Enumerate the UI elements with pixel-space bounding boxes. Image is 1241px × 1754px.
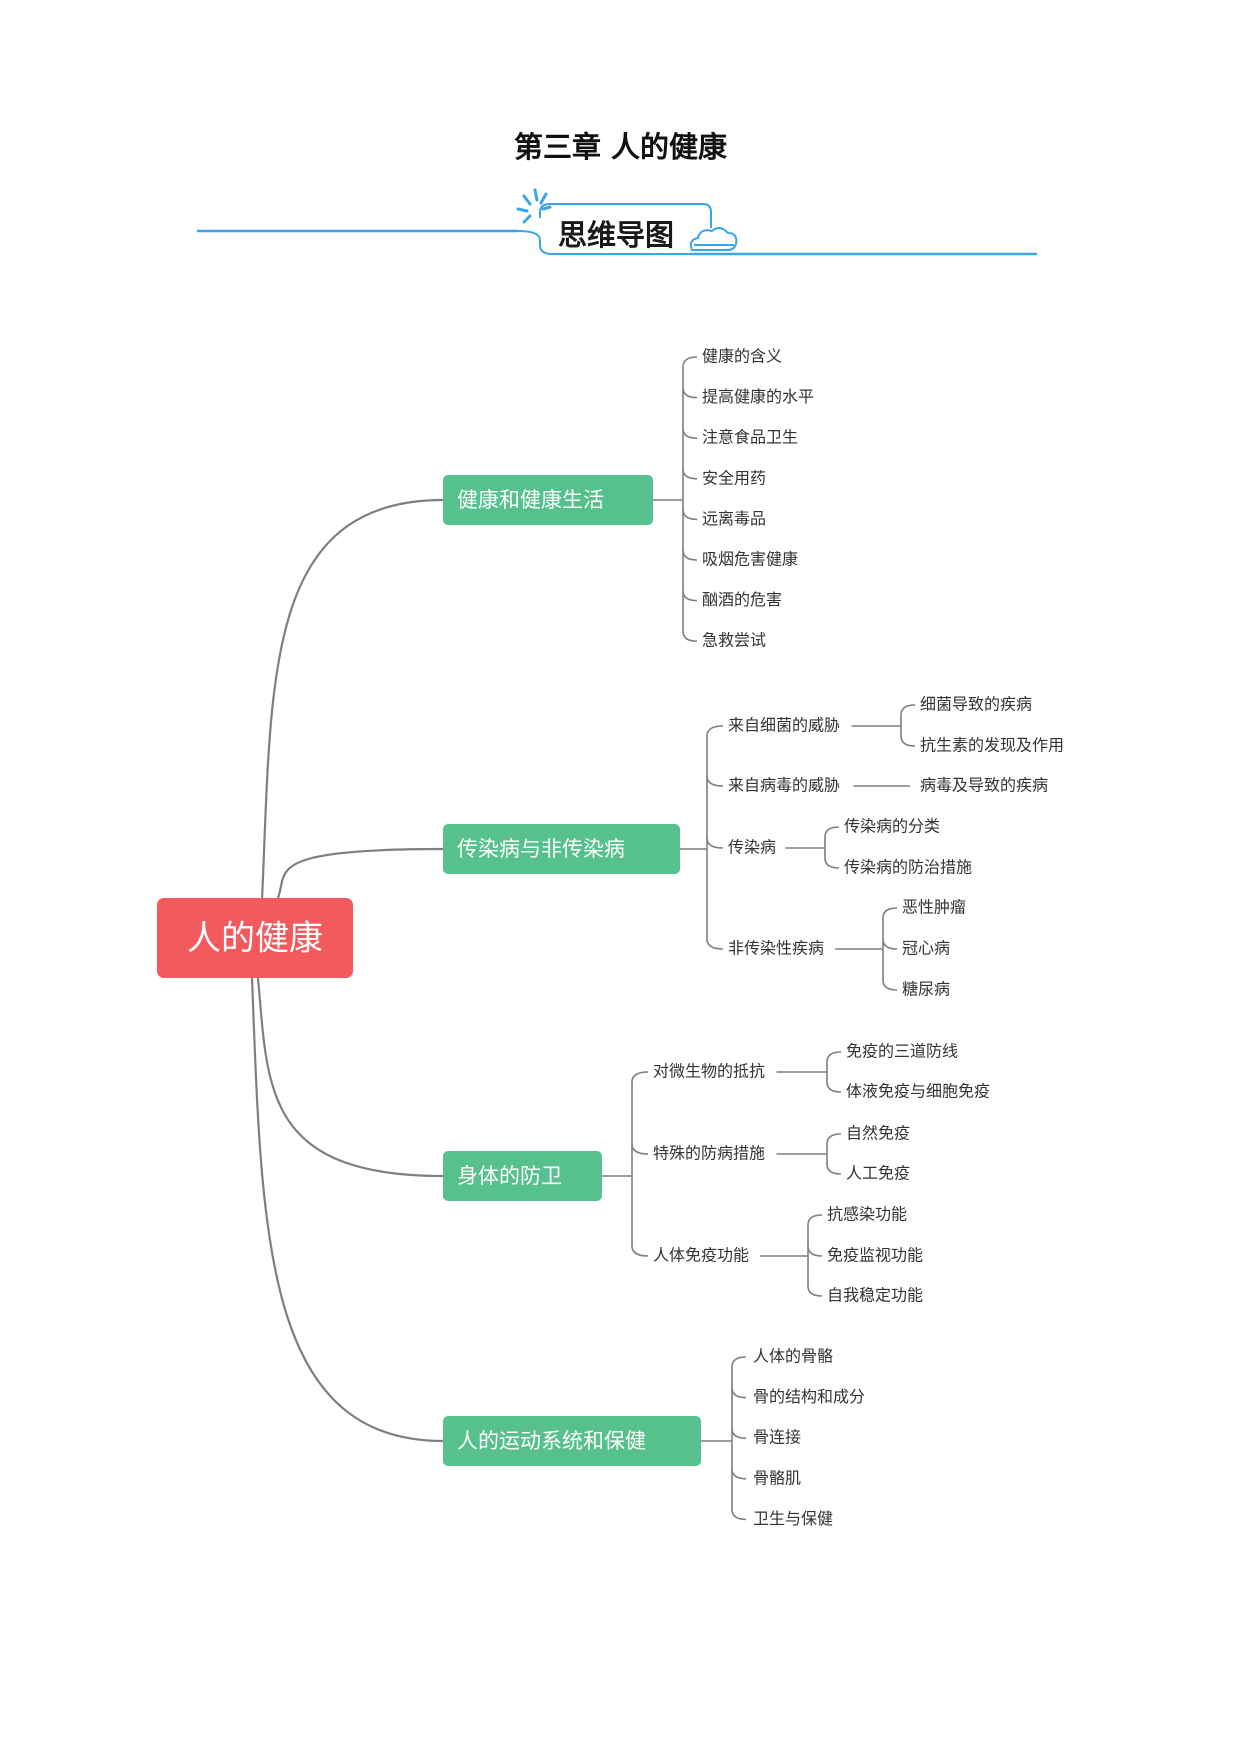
connector <box>682 468 698 480</box>
connector <box>682 509 698 521</box>
branch-node <box>443 475 653 525</box>
connector <box>682 549 698 561</box>
branch-label: 健康和健康生活 <box>457 488 604 512</box>
leaf-label: 免疫监视功能 <box>827 1246 923 1265</box>
leaf-label: 细菌导致的疾病 <box>920 695 1032 714</box>
connector <box>807 1214 823 1297</box>
leaf-label: 体液免疫与细胞免疫 <box>846 1082 990 1101</box>
cloud-icon <box>689 227 738 251</box>
connector <box>731 1356 747 1521</box>
leaf-label: 提高健康的水平 <box>702 387 814 406</box>
leaf-label: 自然免疫 <box>846 1124 910 1143</box>
connector <box>706 775 724 787</box>
subtopic-label: 来自病毒的威胁 <box>728 776 840 795</box>
leaf-label: 骨的结构和成分 <box>753 1387 865 1406</box>
connector <box>900 704 916 747</box>
root-node <box>157 898 353 978</box>
connector <box>682 387 698 399</box>
connector <box>824 826 840 869</box>
sparkle-icon <box>516 188 552 224</box>
branch-label: 人的运动系统和保健 <box>457 1429 646 1453</box>
subtopic-label: 人体免疫功能 <box>653 1246 749 1265</box>
leaf-label: 传染病的分类 <box>844 817 940 836</box>
connector <box>882 938 898 950</box>
connector <box>682 356 698 642</box>
connector <box>731 1428 747 1439</box>
leaf-label: 安全用药 <box>702 468 766 487</box>
leaf-label: 酗酒的危害 <box>702 590 782 609</box>
connector <box>276 847 444 899</box>
leaf-label: 人体的骨骼 <box>753 1347 833 1366</box>
connector <box>256 977 444 1178</box>
leaf-label: 人工免疫 <box>846 1164 910 1183</box>
leaf-label: 抗生素的发现及作用 <box>920 736 1064 755</box>
leaf-label: 传染病的防治措施 <box>844 858 972 877</box>
connector <box>826 1051 842 1093</box>
connector <box>706 725 724 950</box>
connector <box>260 498 444 901</box>
banner-label: 思维导图 <box>558 218 674 252</box>
connector <box>250 977 444 1443</box>
leaf-label: 卫生与保健 <box>753 1509 833 1528</box>
connector <box>826 1133 842 1175</box>
page-title: 第三章 人的健康 <box>513 130 728 164</box>
connector <box>631 1071 649 1257</box>
leaf-label: 冠心病 <box>902 939 950 958</box>
branch-node <box>443 824 680 874</box>
subtopic-label: 对微生物的抵抗 <box>653 1062 765 1081</box>
connector <box>807 1245 823 1257</box>
connector <box>731 1387 747 1399</box>
branch-node <box>443 1151 602 1201</box>
leaf-label: 远离毒品 <box>702 509 766 528</box>
leaf-label: 自我稳定功能 <box>827 1286 923 1305</box>
leaf-label: 抗感染功能 <box>827 1205 907 1224</box>
banner: 思维导图 <box>197 188 1037 256</box>
subtopic-label: 非传染性疾病 <box>728 939 824 958</box>
leaf-label: 恶性肿瘤 <box>902 898 966 917</box>
connector <box>731 1468 747 1480</box>
leaf-label: 骨骼肌 <box>753 1468 801 1487</box>
subtopic-label: 传染病 <box>728 838 776 857</box>
leaf-label: 免疫的三道防线 <box>846 1042 958 1061</box>
branch-label: 身体的防卫 <box>457 1164 562 1188</box>
leaf-label: 健康的含义 <box>702 347 782 366</box>
branch-node <box>443 1416 701 1466</box>
connector <box>882 907 898 991</box>
leaf-label: 吸烟危害健康 <box>702 550 798 569</box>
branch-label: 传染病与非传染病 <box>457 837 625 861</box>
leaf-label: 糖尿病 <box>902 980 950 999</box>
connector <box>631 1143 649 1155</box>
leaf-label: 病毒及导致的疾病 <box>920 776 1048 795</box>
connector <box>706 837 724 849</box>
subtopic-label: 特殊的防病措施 <box>653 1144 765 1163</box>
leaf-label: 注意食品卫生 <box>702 428 798 447</box>
root-label: 人的健康 <box>187 919 323 959</box>
leaf-label: 骨连接 <box>753 1428 801 1447</box>
connector <box>682 590 698 602</box>
subtopic-label: 来自细菌的威胁 <box>728 716 840 735</box>
leaf-label: 急救尝试 <box>702 631 766 650</box>
connector <box>682 428 698 439</box>
